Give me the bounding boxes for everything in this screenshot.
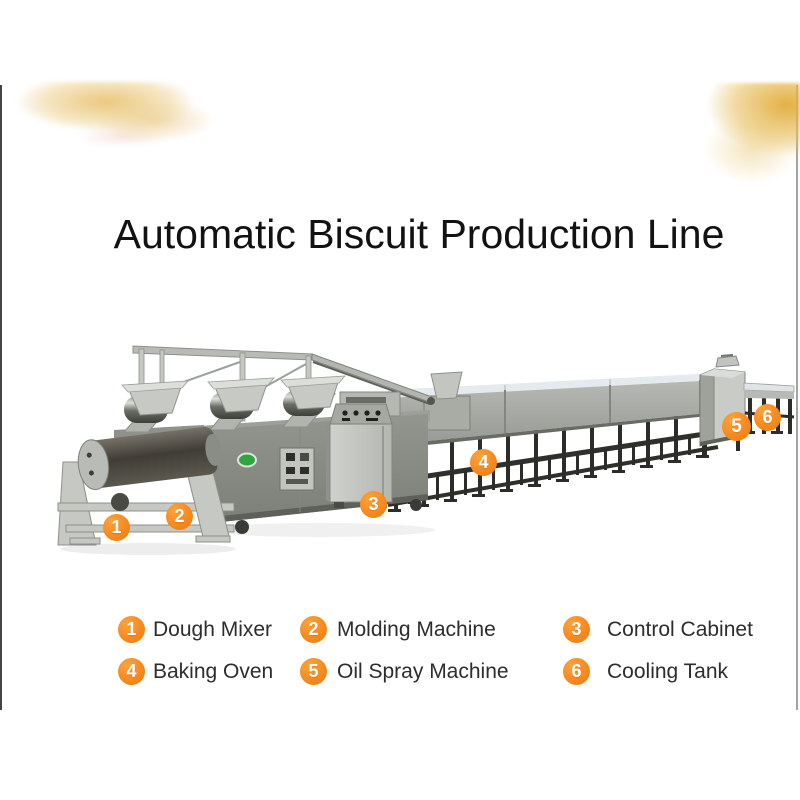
- legend-label-oil-spray-machine: Oil Spray Machine: [337, 659, 509, 683]
- marker-dough-mixer: 1: [103, 514, 130, 541]
- page-title: Automatic Biscuit Production Line: [113, 211, 725, 257]
- legend-label-control-cabinet: Control Cabinet: [607, 617, 753, 641]
- marker-oil-spray-machine: 5: [722, 412, 751, 441]
- legend-item-molding-machine: 2 Molding Machine: [300, 616, 496, 643]
- legend-item-cooling-tank: 6 Cooling Tank: [563, 658, 728, 685]
- oven-feed-section-illustration: [423, 371, 471, 431]
- legend-item-baking-oven: 4 Baking Oven: [118, 658, 273, 685]
- legend-item-control-cabinet: 3 Control Cabinet: [563, 616, 753, 643]
- marker-cooling-tank: 6: [754, 404, 781, 431]
- marker-baking-oven: 4: [470, 449, 497, 476]
- baking-oven-illustration: [382, 373, 719, 512]
- legend-label-baking-oven: Baking Oven: [153, 659, 274, 683]
- legend-label-dough-mixer: Dough Mixer: [153, 617, 273, 641]
- legend-item-dough-mixer: 1 Dough Mixer: [118, 616, 272, 643]
- legend-badge-5: 5: [300, 658, 327, 685]
- control-cabinet-illustration: [326, 403, 393, 508]
- left-frame-line: [0, 85, 2, 710]
- legend-badge-3: 3: [563, 616, 590, 643]
- right-frame-line: [796, 85, 798, 710]
- legend-item-oil-spray-machine: 5 Oil Spray Machine: [300, 658, 509, 685]
- legend-label-molding-machine: Molding Machine: [337, 617, 496, 641]
- marker-control-cabinet: 3: [360, 491, 387, 518]
- shadow: [60, 543, 236, 555]
- shadow: [205, 523, 435, 537]
- legend-badge-1: 1: [118, 616, 145, 643]
- marker-molding-machine: 2: [166, 503, 193, 530]
- legend-badge-4: 4: [118, 658, 145, 685]
- legend-label-cooling-tank: Cooling Tank: [607, 659, 729, 683]
- dough-mixer-illustration: [57, 426, 235, 546]
- legend-badge-2: 2: [300, 616, 327, 643]
- legend-badge-6: 6: [563, 658, 590, 685]
- oil-spray-machine-illustration: [699, 354, 746, 457]
